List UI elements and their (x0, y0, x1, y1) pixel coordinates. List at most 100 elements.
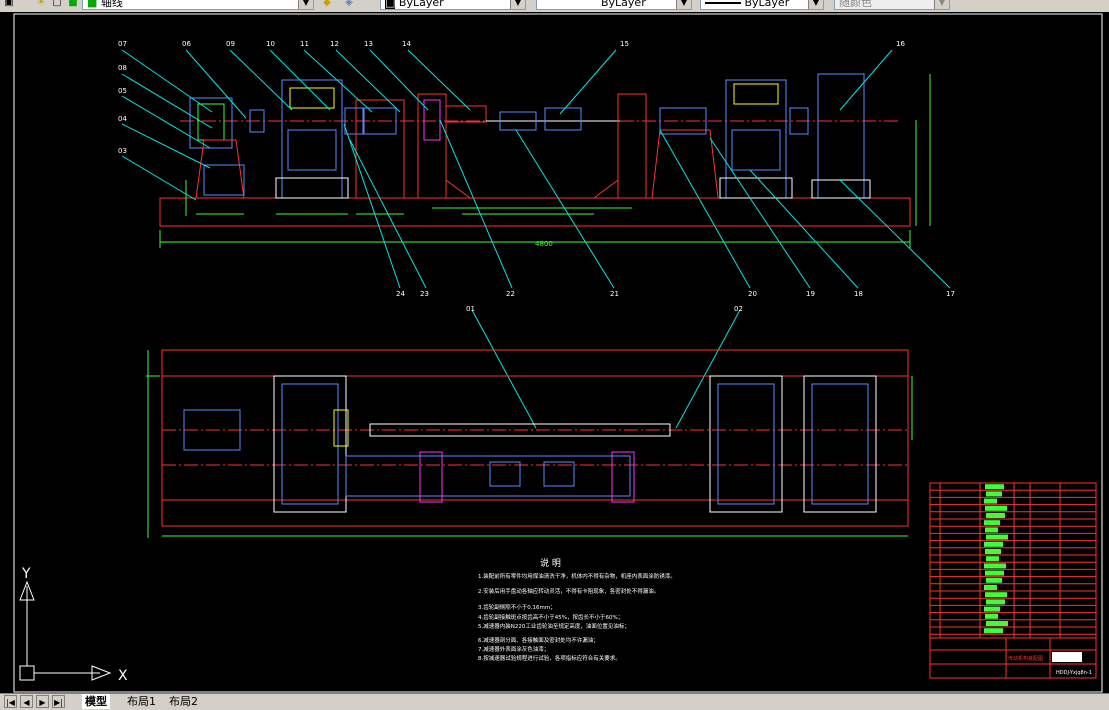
chevron-down-icon[interactable]: ▼ (510, 0, 525, 9)
drawing-canvas[interactable]: 4800 07 (0, 12, 1109, 693)
bom-cell-fill (984, 585, 997, 590)
overall-length-dim: 4800 (535, 240, 553, 248)
color-combo[interactable]: □ ByLayer ▼ (380, 0, 526, 10)
note-1: 1.装配前所有零件均用煤油清洗干净，机体内不得有杂物，机座内表面涂防锈漆。 (478, 572, 676, 580)
properties-toolbar: ▣ ☀ ▢ ■ ■ 轴线 ▼ ◆ ◈ □ ByLayer ▼ ByLayer ▼… (0, 0, 1109, 13)
bom-cell-fill (984, 520, 1000, 526)
chevron-down-icon[interactable]: ▼ (676, 0, 691, 9)
bom-cell-fill (984, 498, 997, 504)
chevron-down-icon[interactable]: ▼ (298, 0, 313, 9)
bom-cell-fill (984, 606, 1000, 612)
bom-cell-fill (985, 484, 1004, 490)
bom-cell-fill (986, 621, 1008, 626)
layer-combo[interactable]: ■ 轴线 ▼ (82, 0, 314, 10)
callout-05: 05 (118, 87, 127, 95)
callout-10: 10 (266, 40, 275, 48)
tab-model[interactable]: 模型 (82, 694, 110, 709)
callout-14: 14 (402, 40, 411, 48)
callout-02: 02 (734, 305, 743, 313)
cad-drawing: 4800 07 (13, 13, 1103, 693)
callout-04: 04 (118, 115, 127, 123)
prev-tab-icon[interactable]: ◀ (20, 695, 33, 708)
callout-15: 15 (620, 40, 629, 48)
callout-01: 01 (466, 305, 475, 313)
next-tab-icon[interactable]: ▶ (36, 695, 49, 708)
callout-13: 13 (364, 40, 373, 48)
bom-cell-fill (985, 613, 998, 619)
note-2: 2.安装后用手盘动各轴应转动灵活，不得有卡阻现象，各密封处不得漏油。 (478, 587, 659, 595)
callout-18: 18 (854, 290, 863, 298)
drawing-frame (13, 13, 1103, 693)
bom-cell-fill (984, 541, 1003, 547)
bom-cell-fill (985, 570, 1004, 576)
drawing-number: HDDJ-Yxjq8n-1 (1056, 670, 1092, 676)
bulb-icon[interactable]: ☀ (36, 0, 46, 8)
make-current-layer-icon[interactable]: ◆ (323, 0, 331, 8)
bom-cell-fill (986, 513, 1005, 518)
last-tab-icon[interactable]: ▶| (52, 695, 65, 708)
callout-08: 08 (118, 64, 127, 72)
elevation-view: 4800 (159, 73, 931, 248)
color-combo-value: ByLayer (398, 0, 444, 9)
layer-lock-icon[interactable]: ▢ (52, 0, 62, 8)
note-6: 6.减速器剖分面、各接触面及密封处均不许漏油； (478, 636, 599, 644)
first-tab-icon[interactable]: |◀ (4, 695, 17, 708)
notes-title: 说 明 (540, 557, 561, 569)
callout-12: 12 (330, 40, 339, 48)
linetype-combo-value: ByLayer (601, 0, 646, 9)
layer-previous-icon[interactable]: ◈ (345, 0, 353, 8)
callout-21: 21 (610, 290, 619, 298)
bom-cell-fill (984, 563, 1006, 569)
plotstyle-combo-value: 随颜色 (839, 0, 872, 9)
callout-09: 09 (226, 40, 235, 48)
leader-lines (121, 49, 951, 429)
bom-cell-fill (984, 628, 1003, 634)
callout-06: 06 (182, 40, 191, 48)
parts-list (929, 482, 1097, 639)
note-4: 4.齿轮副接触斑点按齿高不小于45%，按齿长不小于60%； (478, 613, 623, 621)
bom-cell-fill (986, 556, 999, 562)
layer-combo-value: 轴线 (100, 0, 123, 9)
callout-19: 19 (806, 290, 815, 298)
bom-cell-fill (985, 505, 1007, 511)
chevron-down-icon[interactable]: ▼ (934, 0, 949, 9)
callout-24: 24 (396, 290, 405, 298)
note-8: 8.按减速器试验规程进行试验，各项指标应符合有关要求。 (478, 654, 621, 662)
bom-cell-fill (986, 491, 1002, 497)
technical-notes: 说 明 1.装配前所有零件均用煤油清洗干净，机体内不得有杂物，机座内表面涂防锈漆… (478, 557, 676, 662)
tab-layout1[interactable]: 布局1 (127, 695, 156, 708)
callout-11: 11 (300, 40, 309, 48)
tab-layout2[interactable]: 布局2 (169, 695, 198, 708)
note-5: 5.减速器内装N220工业齿轮油至规定高度，油面位置见油标； (478, 622, 630, 630)
layer-manager-icon[interactable]: ▣ (4, 0, 14, 8)
callout-03: 03 (118, 147, 127, 155)
title-block: 传动机构装配图 HDDJ-Yxjq8n-1 (929, 637, 1097, 679)
chevron-down-icon[interactable]: ▼ (808, 0, 823, 9)
callout-22: 22 (506, 290, 515, 298)
bom-cell-fill (985, 527, 998, 533)
note-3: 3.齿轮副侧隙不小于0.16mm； (478, 603, 556, 611)
bom-cell-fill (986, 577, 1002, 583)
lineweight-combo-value: ByLayer (744, 0, 790, 9)
layer-color-icon[interactable]: ■ (68, 0, 78, 8)
ucs-y-label: Y (21, 566, 31, 582)
plotstyle-combo[interactable]: 随颜色 ▼ (834, 0, 950, 10)
callouts: 07 06 09 10 11 12 13 14 15 16 08 05 04 0… (118, 40, 955, 313)
ucs-icon: Y X (19, 566, 128, 684)
callout-23: 23 (420, 290, 429, 298)
plan-view (146, 349, 913, 538)
callout-17: 17 (946, 290, 955, 298)
layout-tab-bar: |◀ ◀ ▶ ▶| 模型 布局1 布局2 (0, 693, 1109, 710)
bom-cell-fill (986, 534, 1008, 540)
bom-cell-fill (986, 599, 1005, 605)
ucs-x-label: X (118, 668, 128, 684)
callout-16: 16 (896, 40, 905, 48)
note-7: 7.减速器外表面涂灰色油漆； (478, 645, 549, 653)
callout-07: 07 (118, 40, 127, 48)
title-block-name: 传动机构装配图 (1008, 655, 1043, 662)
linetype-combo[interactable]: ByLayer ▼ (536, 0, 692, 10)
bom-cell-fill (985, 592, 1007, 598)
bom-cell-fill (985, 549, 1001, 554)
callout-20: 20 (748, 290, 757, 298)
lineweight-combo[interactable]: ByLayer ▼ (700, 0, 824, 10)
